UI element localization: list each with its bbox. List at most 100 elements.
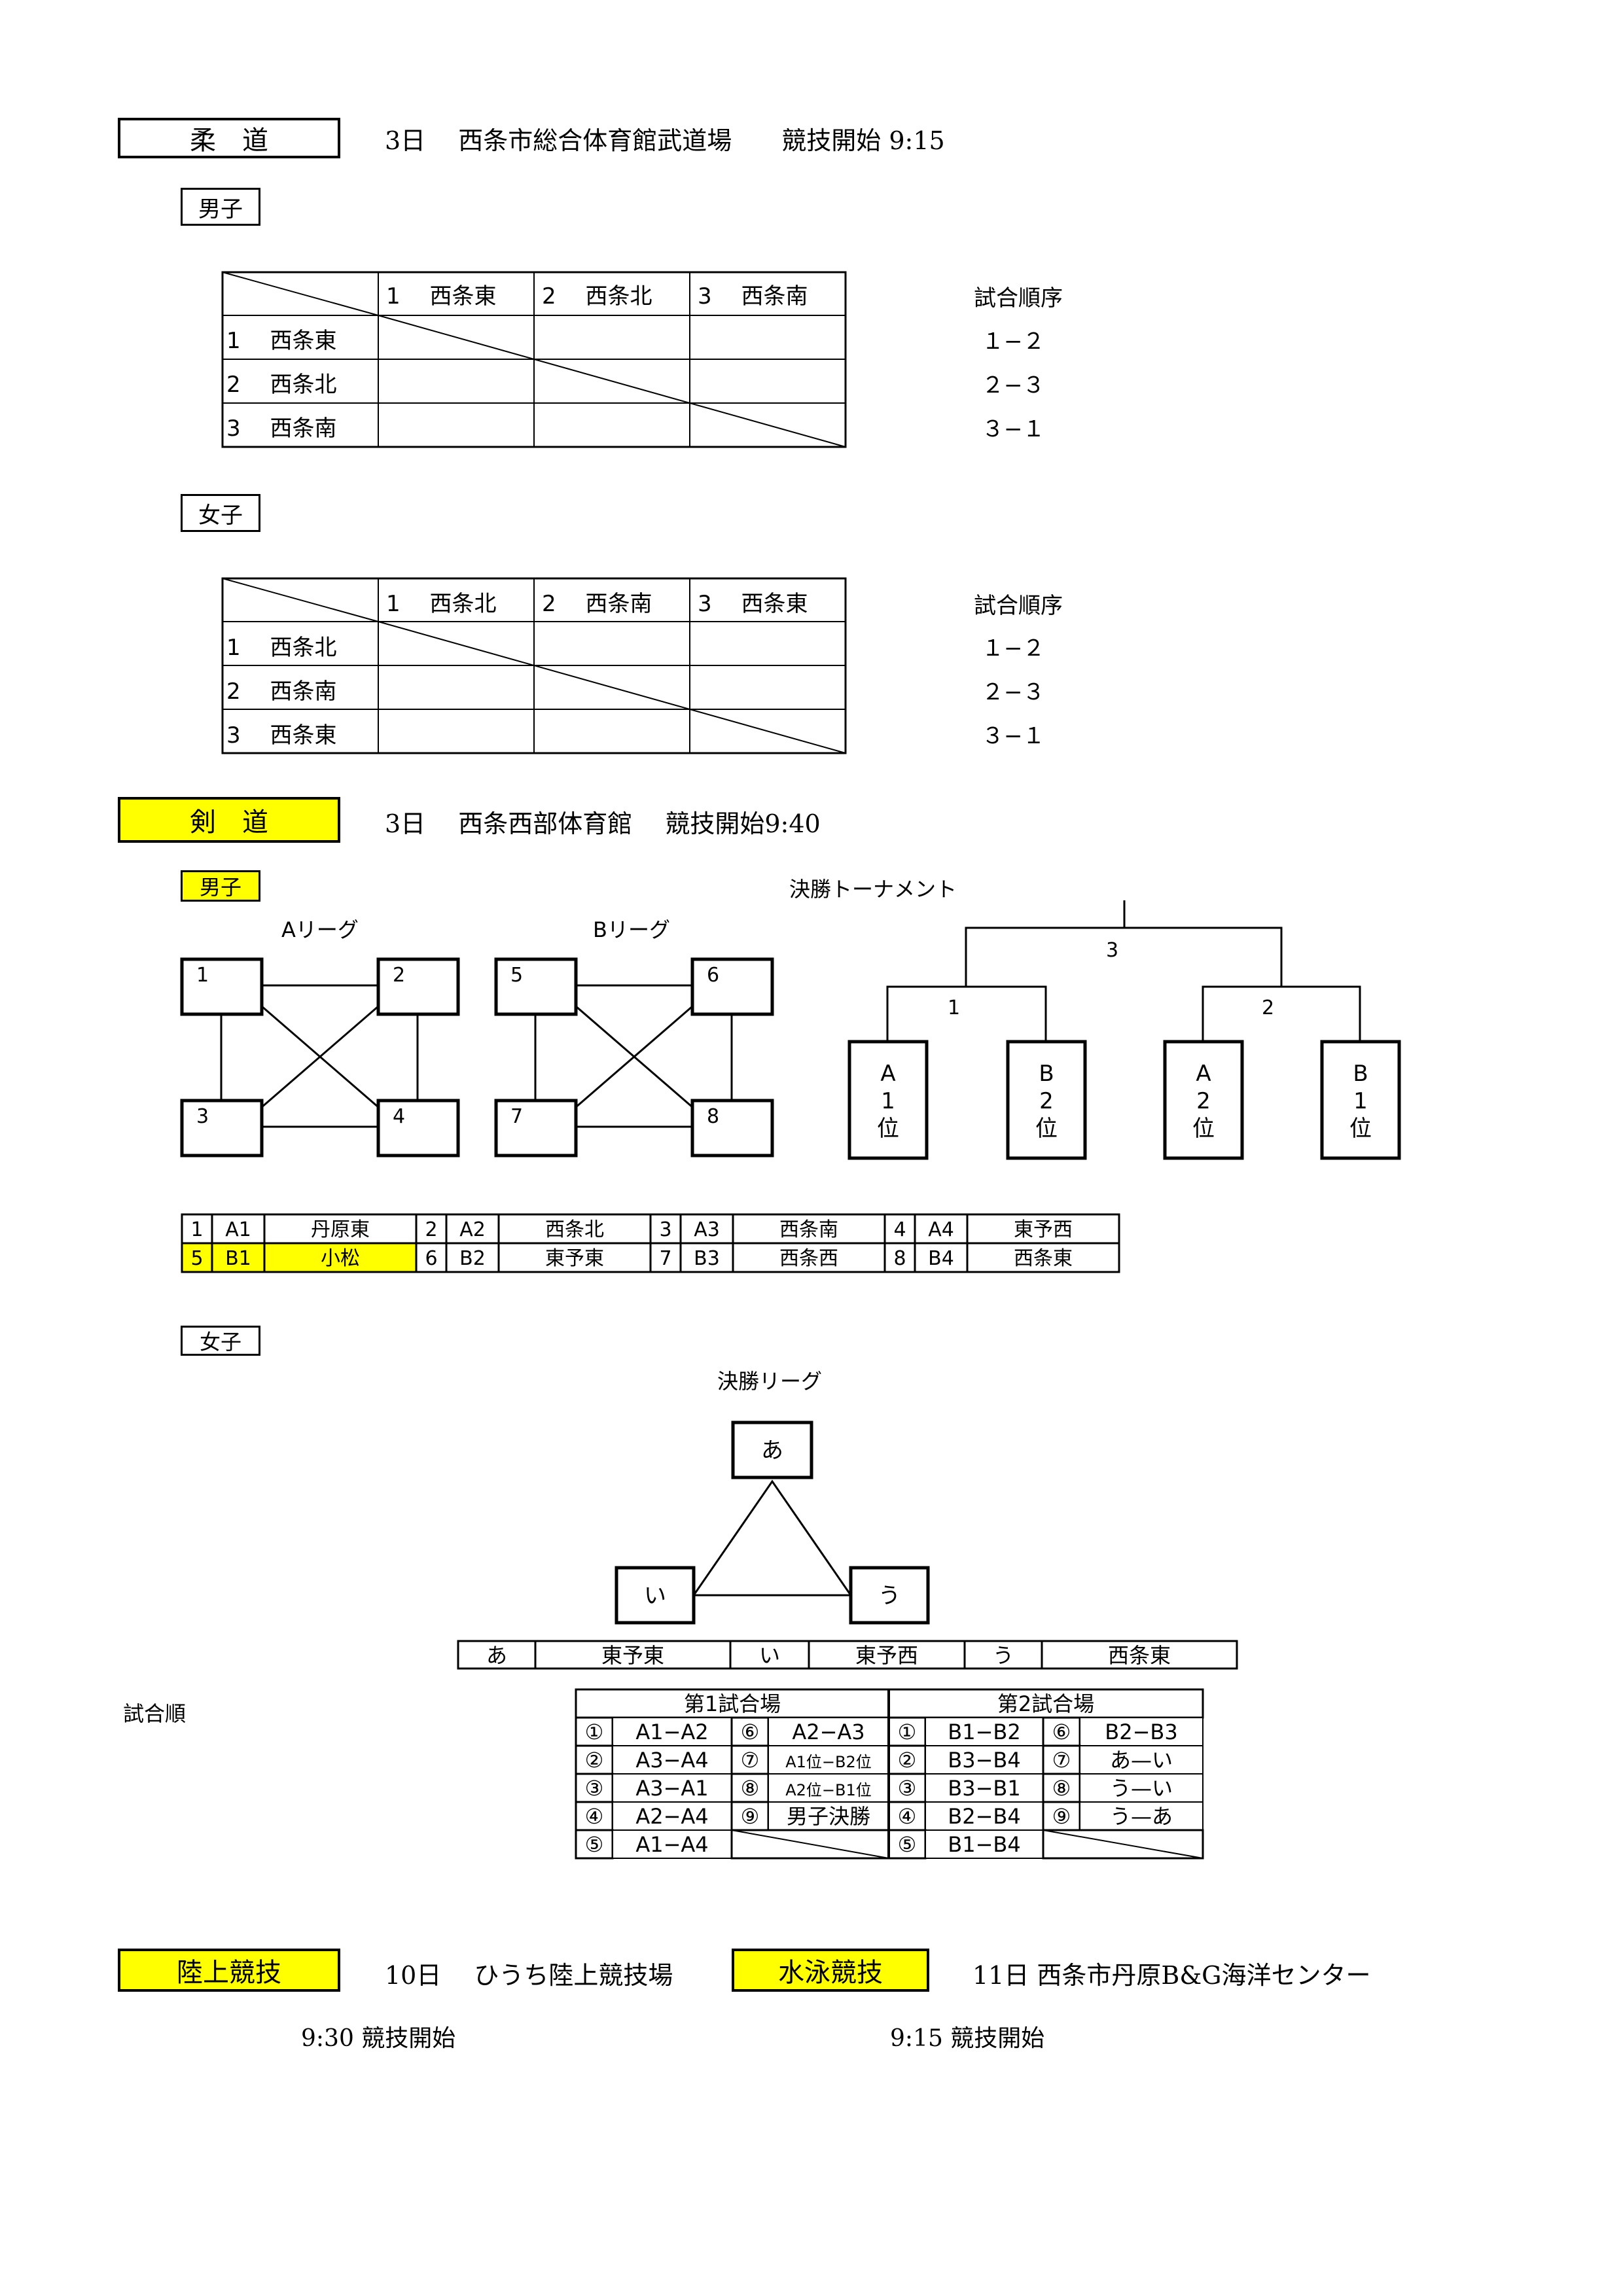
judo-men-grid — [221, 271, 847, 448]
court2-title: 第2試合場 — [997, 1691, 1094, 1716]
b-node-5 — [494, 957, 578, 1016]
box3-line1: A — [1196, 1061, 1211, 1087]
assign-cell-text: 東予東 — [545, 1247, 604, 1270]
a-node-3 — [180, 1099, 264, 1157]
schedule-cell-text: う—あ — [1110, 1804, 1173, 1829]
bracket-box-b2 — [1006, 1040, 1087, 1160]
schedule-cell-text: A1位−B2位 — [785, 1753, 872, 1771]
judo-men-row-2: 2 西条北 — [226, 372, 337, 398]
assign-cell — [732, 1242, 886, 1273]
a-node-4 — [376, 1099, 460, 1157]
assign-cell — [649, 1213, 682, 1245]
judo-men-col-3: 3 西条南 — [698, 283, 808, 309]
schedule-cell — [1079, 1773, 1204, 1803]
b-league-title: Bリーグ — [593, 917, 670, 942]
swimming-start: 9:15 競技開始 — [890, 2025, 1045, 2052]
assign-cell-text: 東予西 — [1014, 1218, 1073, 1241]
bracket-final-no: 3 — [1106, 939, 1118, 962]
box4-line2: 1 — [1353, 1088, 1368, 1114]
schedule-cell-text: ⑥ — [741, 1720, 760, 1744]
assign-cell — [445, 1242, 500, 1273]
schedule-cell-text: ① — [898, 1720, 917, 1744]
assign-cell-text: A1 — [225, 1218, 251, 1241]
box1-line2: 1 — [881, 1088, 895, 1114]
assign-cell-text: 8 — [893, 1247, 906, 1270]
judo-women-row-3: 3 西条東 — [226, 722, 337, 749]
schedule-cell-text: A1−A2 — [635, 1720, 708, 1744]
athletics-start: 9:30 競技開始 — [301, 2025, 456, 2052]
node-u-label: う — [878, 1583, 901, 1609]
a-node-4-label: 4 — [393, 1105, 405, 1128]
box3-line3: 位 — [1192, 1116, 1215, 1142]
schedule-cell-text: ⑤ — [898, 1832, 917, 1857]
judo-women-col-3-name: 西条東 — [741, 591, 808, 617]
node-i-label: い — [644, 1583, 666, 1609]
assign-cell — [914, 1242, 969, 1273]
a-node-3-label: 3 — [196, 1105, 209, 1128]
a-node-1 — [180, 957, 264, 1016]
assign-cell-text: A3 — [694, 1218, 720, 1241]
judo-women-col-3: 3 西条東 — [698, 591, 808, 617]
schedule-cell — [925, 1717, 1044, 1746]
assign-cell — [966, 1242, 1120, 1273]
judo-women-col-1: 1 西条北 — [386, 591, 497, 617]
assign-cell-text: A4 — [928, 1218, 954, 1241]
a-edge-2-3 — [261, 1005, 379, 1108]
schedule-cell-text: 男子決勝 — [787, 1804, 870, 1829]
schedule-cell-text: B1−B2 — [948, 1720, 1020, 1744]
court1-title: 第1試合場 — [684, 1691, 781, 1716]
schedule-cell-text: ⑥ — [1052, 1720, 1071, 1744]
judo-women-col-1-name: 西条北 — [429, 591, 497, 617]
final-assign-text: う — [993, 1643, 1014, 1668]
schedule-cell-text: ④ — [898, 1804, 917, 1829]
assign-cell-text: 4 — [893, 1218, 906, 1241]
assign-cell — [883, 1213, 916, 1245]
schedule-cell — [768, 1745, 889, 1775]
assign-cell-text: 5 — [190, 1247, 203, 1270]
schedule-cell-text: A2−A4 — [635, 1804, 708, 1829]
assign-cell — [415, 1213, 448, 1245]
schedule-cell — [1079, 1745, 1204, 1775]
schedule-cell — [612, 1829, 732, 1859]
a-node-2 — [376, 957, 460, 1016]
judo-women-row-1-name: 西条北 — [270, 635, 337, 661]
judo-women-label: 女子 — [181, 494, 260, 532]
judo-men-col-2-name: 西条北 — [585, 283, 652, 309]
schedule-cell-text: B1−B4 — [948, 1832, 1020, 1857]
empty-diagonal — [731, 1829, 889, 1859]
schedule-cell — [575, 1829, 614, 1860]
schedule-cell — [925, 1829, 1044, 1859]
schedule-cell — [1079, 1801, 1204, 1831]
judo-women-order-2: ２−３ — [982, 679, 1045, 705]
self-match-diagonal — [378, 621, 846, 754]
a-node-2-label: 2 — [393, 964, 405, 987]
bracket-box-a1 — [847, 1040, 929, 1160]
judo-men-label: 男子 — [181, 188, 260, 226]
schedule-cell-text: ⑧ — [1052, 1776, 1071, 1801]
athletics-label: 陸上競技 — [118, 1949, 340, 1992]
swimming-label-text: 水泳競技 — [778, 1958, 883, 1988]
judo-men-col-1-name: 西条東 — [429, 283, 497, 309]
schedule-cell-text: ⑦ — [741, 1748, 760, 1773]
judo-men-label-text: 男子 — [198, 196, 243, 222]
judo-info: 3日 西条市総合体育館武道場 競技開始 9:15 — [385, 126, 945, 155]
final-assign-text: 東予東 — [601, 1643, 664, 1668]
judo-label-text: 柔 道 — [190, 126, 268, 156]
final-league-title: 決勝リーグ — [717, 1369, 823, 1394]
assign-cell — [497, 1242, 652, 1273]
schedule-cell — [612, 1801, 732, 1831]
box2-line2: 2 — [1039, 1088, 1054, 1114]
node-i — [615, 1566, 696, 1625]
kendo-men-label-text: 男子 — [199, 875, 241, 900]
judo-men-order-3: ３−１ — [982, 416, 1045, 442]
final-league-diagram — [615, 1421, 930, 1625]
judo-men-row-1-name: 西条東 — [270, 328, 337, 354]
schedule-cell-text: ① — [585, 1720, 604, 1744]
assign-cell-text: 7 — [659, 1247, 671, 1270]
self-match-diagonal — [378, 315, 846, 448]
athletics-label-text: 陸上競技 — [177, 1958, 281, 1988]
final-assign-text: 西条東 — [1108, 1643, 1171, 1668]
